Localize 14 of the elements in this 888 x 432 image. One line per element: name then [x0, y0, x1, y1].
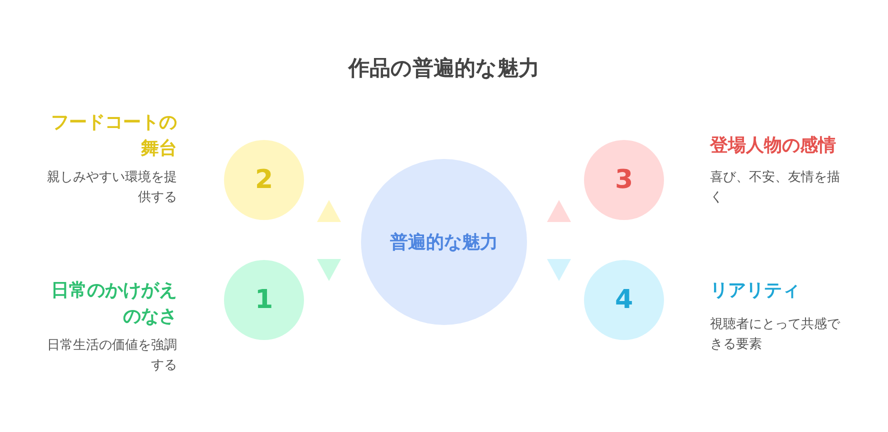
- description: 視聴者にとって共感できる要素: [710, 316, 842, 354]
- heading: 登場人物の感情: [710, 134, 837, 158]
- description: 喜び、不安、友情を描く: [710, 169, 841, 207]
- heading: 日常のかけがえのなさ: [50, 279, 177, 329]
- heading: フードコートの舞台: [50, 111, 177, 161]
- number-circle: 3: [584, 140, 664, 220]
- number-circle: 1: [224, 260, 304, 340]
- heading: リアリティ: [710, 279, 801, 303]
- number-circle: 2: [224, 140, 304, 220]
- description: 日常生活の価値を強調する: [46, 337, 177, 375]
- number-circle: 4: [584, 260, 664, 340]
- title: 作品の普遍的な魅力: [346, 55, 540, 82]
- description: 親しみやすい環境を提供する: [46, 169, 177, 207]
- center-circle: 普遍的な魅力: [361, 159, 527, 325]
